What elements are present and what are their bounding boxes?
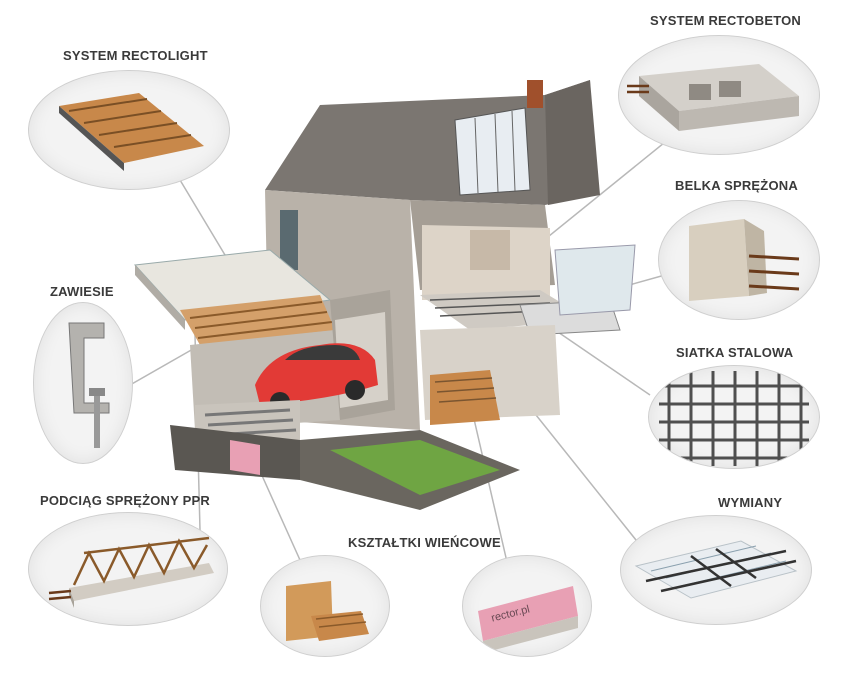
zawiesie-label: ZAWIESIE — [50, 284, 114, 299]
belka-bubble — [658, 200, 820, 320]
rectobeton-bubble — [618, 35, 820, 155]
wymiany-label: WYMIANY — [718, 495, 783, 510]
siatka-label: SIATKA STALOWA — [676, 345, 794, 360]
rectobeton-label: SYSTEM RECTOBETON — [650, 13, 801, 28]
siatka-bubble — [648, 365, 820, 469]
belka-label: BELKA SPRĘŻONA — [675, 178, 798, 193]
ksztaltki-eps-bubble: rector.pl — [462, 555, 592, 657]
podciag-bubble — [28, 512, 228, 626]
ksztaltki-label: KSZTAŁTKI WIEŃCOWE — [348, 535, 501, 550]
rectolight-label: SYSTEM RECTOLIGHT — [63, 48, 208, 63]
rectolight-bubble — [28, 70, 230, 190]
wymiany-bubble — [620, 515, 812, 625]
podciag-label: PODCIĄG SPRĘŻONY PPR — [40, 493, 210, 508]
zawiesie-bubble — [33, 302, 133, 464]
ksztaltki-wood-bubble — [260, 555, 390, 657]
